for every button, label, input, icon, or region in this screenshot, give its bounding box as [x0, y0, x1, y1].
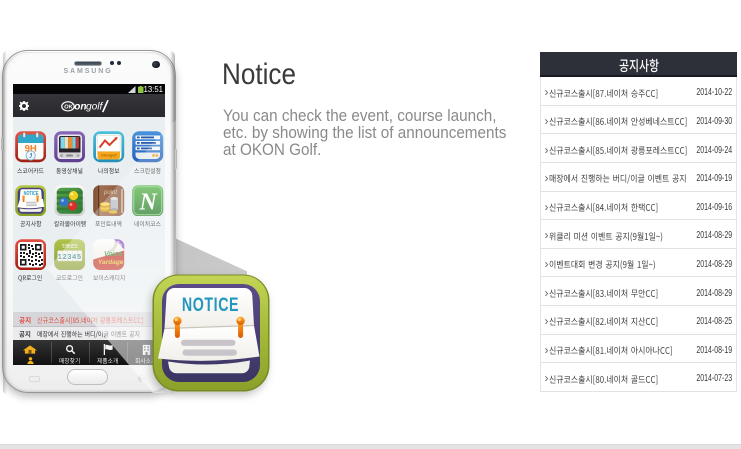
svg-text:N: N — [139, 189, 159, 215]
svg-text:OK: OK — [64, 104, 73, 110]
svg-text:NOTICE: NOTICE — [182, 294, 239, 316]
svg-text:Okongolf: Okongolf — [101, 154, 118, 158]
svg-text:Yardage: Yardage — [98, 259, 124, 266]
svg-text:NOTICE: NOTICE — [23, 190, 38, 196]
svg-text:golf: golf — [86, 102, 104, 113]
svg-text:point: point — [103, 190, 117, 196]
svg-text:Voice: Voice — [104, 251, 123, 258]
svg-text:12345: 12345 — [58, 253, 82, 260]
svg-text:on: on — [74, 102, 86, 113]
svg-text:9H: 9H — [24, 144, 36, 155]
